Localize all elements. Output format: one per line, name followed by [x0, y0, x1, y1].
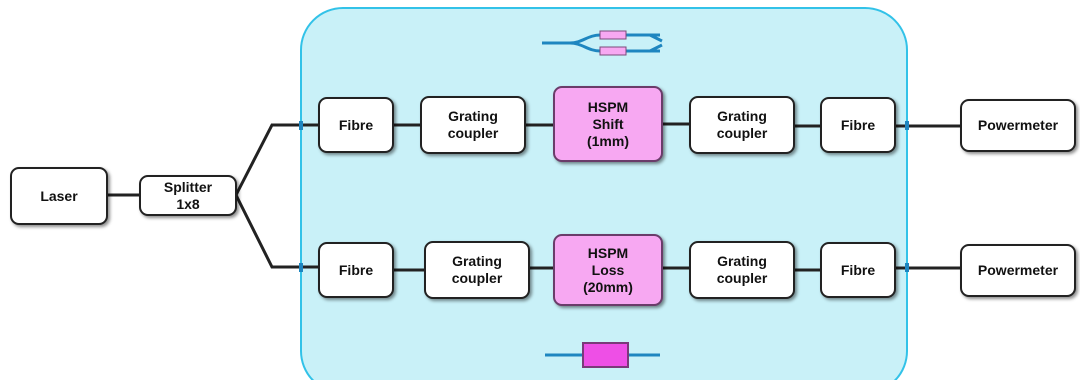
- top-fibre-out-box: Fibre: [820, 97, 896, 153]
- top-powermeter-box: Powermeter: [960, 99, 1076, 152]
- bottom-fibre-out-box: Fibre: [820, 242, 896, 298]
- bottom-grating-out-box: Grating coupler: [689, 241, 795, 299]
- top-hspm-box: HSPM Shift (1mm): [553, 86, 663, 162]
- bottom-hspm-label: HSPM Loss (20mm): [583, 244, 633, 295]
- top-hspm-label: HSPM Shift (1mm): [586, 98, 629, 149]
- edge-marker-top-right: [905, 121, 909, 130]
- top-fibre-in-label: Fibre: [338, 116, 374, 133]
- splitter-box: Splitter 1x8: [139, 175, 237, 216]
- bottom-grating-in-label: Grating coupler: [451, 253, 503, 286]
- bottom-hspm-box: HSPM Loss (20mm): [553, 234, 663, 306]
- top-grating-out-label: Grating coupler: [716, 108, 768, 141]
- laser-box: Laser: [10, 167, 108, 225]
- top-grating-in-label: Grating coupler: [447, 108, 499, 141]
- edge-marker-bottom-left: [299, 263, 303, 272]
- bottom-fibre-in-box: Fibre: [318, 242, 394, 298]
- edge-marker-top-left: [299, 121, 303, 130]
- edge-marker-bottom-right: [905, 263, 909, 272]
- bottom-powermeter-label: Powermeter: [977, 262, 1059, 278]
- top-fibre-out-label: Fibre: [840, 116, 876, 133]
- bottom-fibre-in-label: Fibre: [338, 261, 374, 278]
- bottom-grating-out-label: Grating coupler: [716, 253, 768, 286]
- splitter-label: Splitter 1x8: [163, 178, 213, 212]
- top-grating-in-box: Grating coupler: [420, 96, 526, 154]
- laser-label: Laser: [40, 187, 78, 204]
- chip-region: [300, 7, 908, 380]
- mzi-splitter-icon: [542, 30, 663, 56]
- top-fibre-in-box: Fibre: [318, 97, 394, 153]
- top-powermeter-label: Powermeter: [977, 117, 1059, 133]
- bottom-powermeter-box: Powermeter: [960, 244, 1076, 297]
- bottom-fibre-out-label: Fibre: [840, 261, 876, 278]
- top-grating-out-box: Grating coupler: [689, 96, 795, 154]
- bottom-grating-in-box: Grating coupler: [424, 241, 530, 299]
- loss-waveguide-icon: [545, 342, 660, 368]
